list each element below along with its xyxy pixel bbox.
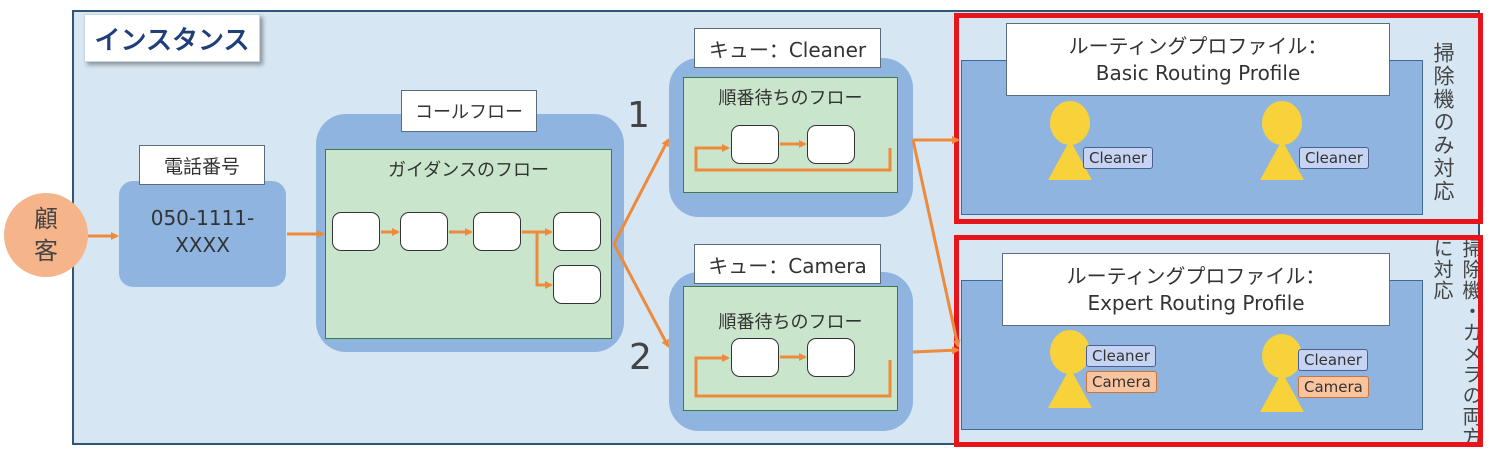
- queue-cleaner-flow-title: 順番待ちのフロー: [718, 88, 863, 109]
- instance-title: インスタンス: [84, 14, 260, 62]
- arrow-branch-down: [535, 232, 553, 289]
- queue2-loop: [694, 354, 892, 398]
- queue1-loop: [694, 144, 892, 172]
- queue-cleaner-flow-box: [683, 77, 898, 193]
- skill-badge-camera: Camera: [1298, 376, 1369, 398]
- skill-badge-camera: Camera: [1086, 371, 1157, 393]
- skill-badge-cleaner: Cleaner: [1083, 147, 1153, 169]
- flow-block: [332, 212, 380, 251]
- queue-camera-flow-title: 順番待ちのフロー: [718, 312, 863, 333]
- flow-block: [473, 212, 521, 251]
- agent-body: [1260, 372, 1304, 412]
- guidance-flow-title: ガイダンスのフロー: [388, 160, 549, 181]
- queue-cleaner-title: キュー：Cleaner: [694, 28, 881, 68]
- phone-number-box: [119, 181, 286, 287]
- flow-block: [400, 212, 448, 251]
- expert-profile-title: ルーティングプロファイル： Expert Routing Profile: [1002, 253, 1390, 326]
- queue-camera-flow-box: [683, 286, 898, 411]
- queue-camera-title: キュー：Camera: [694, 244, 881, 284]
- agent-icon: [1262, 334, 1302, 378]
- basic-profile-title: ルーティングプロファイル： Basic Routing Profile: [1006, 23, 1390, 96]
- queue-block: [807, 125, 855, 164]
- skill-badge-cleaner: Cleaner: [1086, 345, 1156, 367]
- basic-profile-note: 掃除機のみ対応: [1431, 42, 1455, 203]
- flow-block: [553, 265, 601, 304]
- queue-number: 1: [627, 95, 650, 136]
- skill-badge-cleaner: Cleaner: [1299, 147, 1369, 169]
- basic-profile-highlight: [954, 13, 1483, 224]
- queue-number: 2: [629, 337, 652, 378]
- arrow-queue1-to-expert: [911, 139, 961, 348]
- arrow-flow-to-queue2: [612, 243, 670, 348]
- arrow-flow-to-queue1: [612, 138, 670, 245]
- queue-block: [807, 338, 855, 377]
- phone-number-value: 050-1111- XXXX: [150, 206, 255, 257]
- agent-icon: [1050, 330, 1090, 374]
- queue-block: [731, 338, 779, 377]
- agent-icon: [1050, 101, 1090, 145]
- queue-block: [731, 125, 779, 164]
- agent-body: [1048, 368, 1092, 408]
- agent-icon: [1262, 101, 1302, 145]
- phone-number-title: 電話番号: [139, 145, 265, 185]
- customer-circle: 顧 客: [4, 193, 88, 277]
- agent-body: [1260, 140, 1304, 180]
- contact-flow-title: コールフロー: [401, 90, 537, 132]
- arrow-queue2-to-expert: [912, 346, 960, 355]
- skill-badge-cleaner: Cleaner: [1298, 349, 1368, 371]
- flow-block: [553, 212, 601, 251]
